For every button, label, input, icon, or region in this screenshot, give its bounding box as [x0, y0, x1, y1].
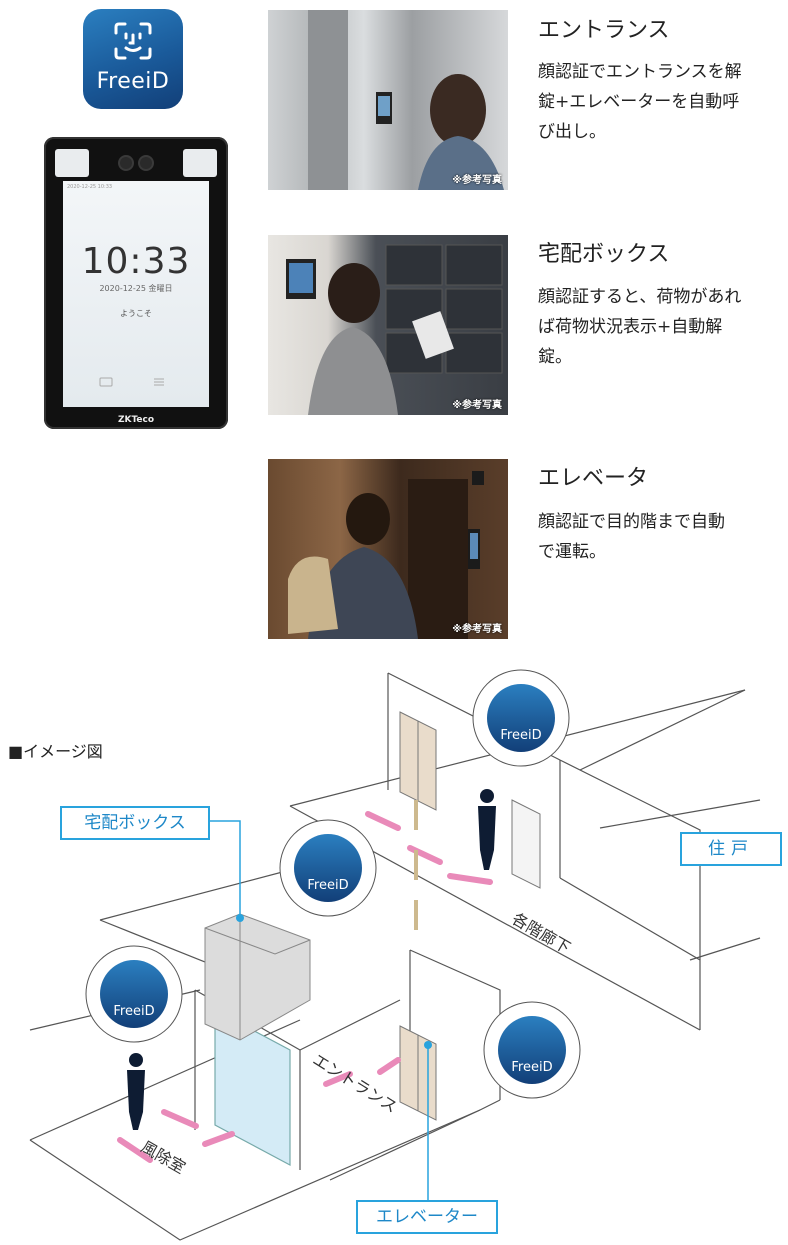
clock-date: 2020-12-25 金曜日	[99, 284, 173, 293]
photo-note: ※参考写真	[452, 400, 502, 411]
face-recognition-terminal: 2020-12-25 10:33 10:33 2020-12-25 金曜日 よう…	[44, 137, 228, 429]
feature-title-delivery-box: 宅配ボックス	[538, 242, 670, 267]
app-icon-label: FreeiD	[96, 69, 170, 94]
bubble-label: FreeiD	[307, 878, 349, 893]
camera-lens	[140, 157, 152, 169]
feature-title-elevator: エレベータ	[538, 466, 649, 491]
desc-line: で運転。	[538, 542, 606, 562]
entrance-scene	[308, 10, 504, 190]
bubble-label: FreeiD	[500, 728, 542, 743]
sensor-left	[55, 149, 89, 177]
feature-title-entrance: エントランス	[538, 18, 670, 43]
camera-lens	[120, 157, 132, 169]
freeid-app-icon: FreeiD	[83, 9, 183, 109]
bubble-label: FreeiD	[113, 1004, 155, 1019]
desc-line: 顔認証すると、荷物があれ	[538, 287, 742, 307]
photo-note: ※参考写真	[452, 175, 502, 186]
sensor-right	[183, 149, 217, 177]
clock-time: 10:33	[81, 241, 191, 282]
desc-line: 錠+エレベーターを自動呼	[538, 92, 740, 112]
delivery-box-scene	[286, 244, 503, 415]
desc-line: 錠。	[538, 347, 572, 367]
photo-note: ※参考写真	[452, 624, 502, 635]
delivery-box-photo: ※参考写真	[268, 235, 508, 415]
bubble-label: FreeiD	[511, 1060, 553, 1075]
elevator-photo: ※参考写真	[268, 459, 508, 639]
terminal-screen: 2020-12-25 10:33 10:33 2020-12-25 金曜日 よう…	[63, 181, 209, 407]
face-scan-icon	[114, 22, 152, 60]
status-date: 2020-12-25 10:33	[67, 184, 113, 190]
entrance-photo: ※参考写真	[268, 10, 508, 190]
elevator-scene	[288, 471, 484, 639]
desc-line: ば荷物状況表示+自動解	[538, 317, 723, 337]
desc-line: び出し。	[538, 122, 606, 142]
callout-elevator: エレベーター	[356, 1200, 498, 1234]
brand-logo: ZKTeco	[117, 415, 155, 425]
card-icon	[99, 377, 113, 387]
feature-desc-elevator: 顔認証で目的階まで自動 で運転。	[538, 507, 774, 567]
callout-residence: 住戸	[680, 832, 782, 866]
callout-delivery-box: 宅配ボックス	[60, 806, 210, 840]
welcome-text: ようこそ	[120, 309, 152, 318]
diagram-caption: ■イメージ図	[8, 742, 103, 761]
desc-line: 顔認証で目的階まで自動	[538, 512, 725, 532]
feature-desc-delivery-box: 顔認証すると、荷物があれ ば荷物状況表示+自動解 錠。	[538, 282, 774, 372]
feature-desc-entrance: 顔認証でエントランスを解 錠+エレベーターを自動呼 び出し。	[538, 57, 774, 147]
desc-line: 顔認証でエントランスを解	[538, 62, 742, 82]
building-diagram	[29, 669, 761, 1241]
menu-icon	[154, 378, 164, 386]
